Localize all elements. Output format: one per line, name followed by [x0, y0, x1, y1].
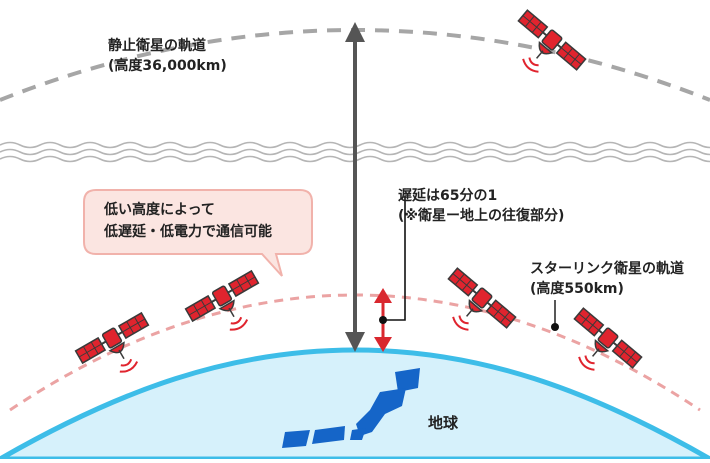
callout-line2: 低遅延・低電力で通信可能	[104, 224, 272, 240]
japan-map-icon	[282, 368, 420, 448]
earth	[0, 347, 710, 462]
earth-label: 地球	[428, 413, 458, 433]
satellite-icon	[498, 8, 588, 94]
callout-bubble	[83, 189, 313, 277]
latency-label: 遅延は65分の1 (※衛星ー地上の往復部分)	[398, 186, 564, 226]
starlink-orbit-label-line2: (高度550km)	[530, 281, 624, 297]
geo-distance-arrow	[345, 22, 365, 352]
geo-orbit-label-line2: (高度36,000km)	[108, 58, 227, 74]
latency-label-line2: (※衛星ー地上の往復部分)	[398, 208, 565, 224]
satellite-icon	[184, 269, 275, 348]
callout-text: 低い高度によって 低遅延・低電力で通信可能	[104, 199, 272, 243]
satellite-icon	[74, 311, 165, 390]
starlink-orbit-label: スターリンク衛星の軌道 (高度550km)	[530, 259, 684, 299]
geo-orbit-label-line1: 静止衛星の軌道	[108, 38, 206, 54]
satellite-icon	[554, 306, 644, 392]
latency-label-line1: 遅延は65分の1	[398, 188, 498, 204]
starlink-leader	[551, 300, 559, 331]
geo-orbit-label: 静止衛星の軌道 (高度36,000km)	[108, 36, 227, 76]
latency-leader	[379, 196, 406, 324]
callout-line1: 低い高度によって	[104, 202, 215, 218]
earth-label-text: 地球	[428, 414, 459, 432]
satellite-icon	[428, 266, 518, 352]
wave-break-icon	[0, 141, 710, 163]
starlink-orbit-label-line1: スターリンク衛星の軌道	[530, 261, 684, 277]
